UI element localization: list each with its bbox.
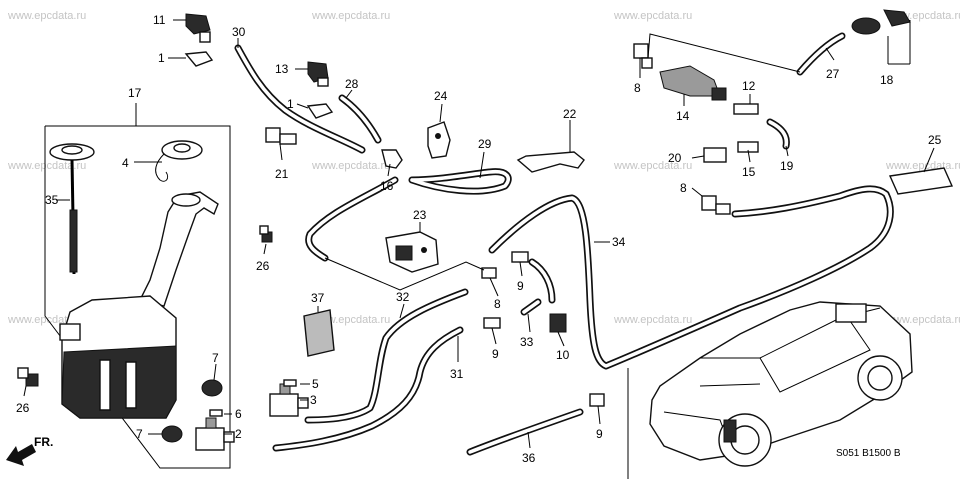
nozzle-11 [184, 13, 214, 67]
callout-8[interactable]: 8 [634, 81, 641, 95]
callout-22[interactable]: 22 [563, 107, 577, 121]
watermarks: www.epcdata.ru www.epcdata.ru www.epcdat… [7, 10, 960, 326]
valve-23 [385, 231, 439, 273]
tank-assembly-box [44, 125, 231, 469]
callout-1[interactable]: 1 [287, 97, 294, 111]
callout-5[interactable]: 5 [312, 377, 319, 391]
callout-21[interactable]: 21 [275, 167, 289, 181]
fittings [481, 251, 605, 407]
callout-numbers: 11 1 13 1 30 28 17 4 35 21 24 16 29 22 2… [16, 13, 942, 465]
fitting-8-top [633, 43, 653, 69]
callout-23[interactable]: 23 [413, 208, 427, 222]
callout-11[interactable]: 11 [153, 13, 166, 27]
callout-25[interactable]: 25 [928, 133, 942, 147]
callout-15[interactable]: 15 [742, 165, 756, 179]
callout-19[interactable]: 19 [780, 159, 794, 173]
front-label: FR. [34, 435, 53, 449]
callout-8[interactable]: 8 [494, 297, 501, 311]
callout-37[interactable]: 37 [311, 291, 325, 305]
label-37 [303, 309, 335, 357]
joint-16 [381, 149, 403, 169]
car-outline [649, 301, 913, 467]
callout-3[interactable]: 3 [310, 393, 317, 407]
fitting-12 [733, 103, 759, 115]
callout-14[interactable]: 14 [676, 109, 690, 123]
washer-tank [59, 191, 219, 419]
leader-lines [23, 19, 935, 449]
callout-16[interactable]: 16 [380, 179, 394, 193]
callout-31[interactable]: 31 [450, 367, 464, 381]
callout-1[interactable]: 1 [158, 51, 165, 65]
callout-24[interactable]: 24 [434, 89, 448, 103]
hose-32-lower [304, 288, 469, 424]
watermark: www.epcdata.ru [7, 160, 86, 172]
callout-29[interactable]: 29 [478, 137, 492, 151]
watermark: www.epcdata.ru [311, 160, 390, 172]
bracket-24 [427, 121, 451, 159]
pump-motor-3 [269, 383, 309, 417]
callout-34[interactable]: 34 [612, 235, 626, 249]
cap-dipstick [49, 143, 95, 275]
callout-6[interactable]: 6 [235, 407, 242, 421]
hoses [234, 32, 894, 456]
callout-9[interactable]: 9 [596, 427, 603, 441]
watermark: www.epcdata.ru [7, 10, 86, 22]
callout-8[interactable]: 8 [680, 181, 687, 195]
front-arrow: FR. [6, 435, 53, 466]
callout-28[interactable]: 28 [345, 77, 359, 91]
clip-21 [265, 127, 297, 145]
callout-17[interactable]: 17 [128, 86, 142, 100]
callout-36[interactable]: 36 [522, 451, 536, 465]
callout-20[interactable]: 20 [668, 151, 682, 165]
watermark: www.epcdata.ru [613, 10, 692, 22]
plate-25 [888, 167, 954, 195]
watermark: www.epcdata.ru [613, 314, 692, 326]
callout-35[interactable]: 35 [45, 193, 59, 207]
callout-27[interactable]: 27 [826, 67, 840, 81]
callout-26[interactable]: 26 [256, 259, 270, 273]
callout-7[interactable]: 7 [212, 351, 219, 365]
watermark: www.epcdata.ru [885, 314, 960, 326]
watermark: www.epcdata.ru [311, 10, 390, 22]
callout-2[interactable]: 2 [235, 427, 242, 441]
nozzle-13 [306, 61, 334, 119]
callout-32[interactable]: 32 [396, 290, 410, 304]
nozzle-14 [659, 65, 727, 101]
watermark: www.epcdata.ru [885, 160, 960, 172]
bolt-26-a [259, 225, 273, 243]
grommets [161, 379, 297, 443]
callout-9[interactable]: 9 [517, 279, 524, 293]
callout-18[interactable]: 18 [880, 73, 894, 87]
callout-26[interactable]: 26 [16, 401, 30, 415]
watermark: www.epcdata.ru [613, 160, 692, 172]
callout-30[interactable]: 30 [232, 25, 246, 39]
bracket-22 [516, 151, 585, 173]
pump-motor-2 [195, 417, 235, 451]
callout-9[interactable]: 9 [492, 347, 499, 361]
diagram-code: S051 B1500 B [836, 448, 901, 459]
callout-7[interactable]: 7 [136, 427, 143, 441]
filler-cap [155, 140, 203, 182]
bolt-26-b [17, 367, 39, 387]
callout-4[interactable]: 4 [122, 156, 129, 170]
callout-13[interactable]: 13 [275, 62, 289, 76]
callout-10[interactable]: 10 [556, 348, 570, 362]
callout-12[interactable]: 12 [742, 79, 756, 93]
callout-33[interactable]: 33 [520, 335, 534, 349]
fitting-8-right [701, 195, 731, 215]
nozzle-18 [851, 9, 911, 35]
